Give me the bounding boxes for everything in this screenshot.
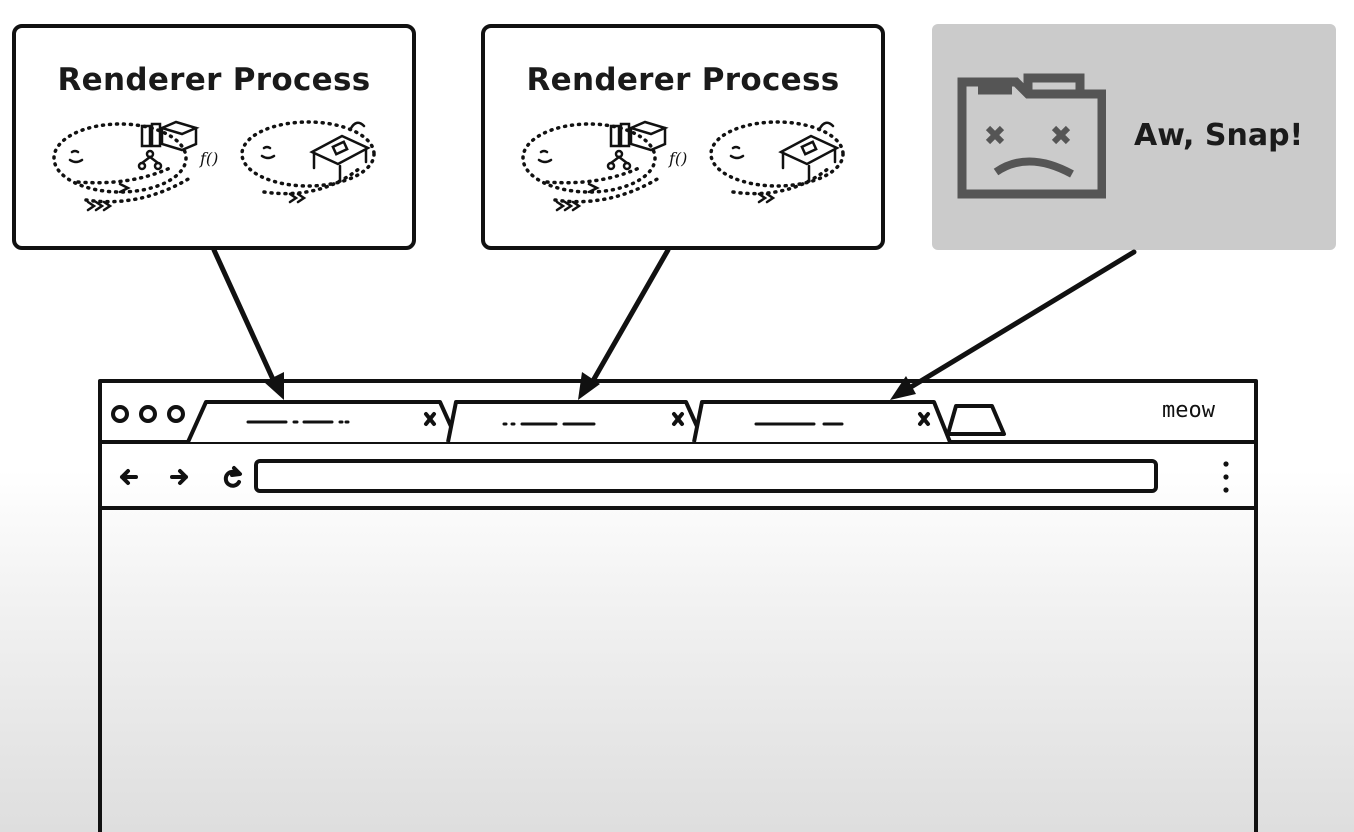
new-tab-button[interactable] (946, 404, 1006, 436)
renderer-process-title-2: Renderer Process (526, 62, 840, 98)
crashed-tab-panel: Aw, Snap! (932, 24, 1336, 250)
svg-text:f(): f() (199, 149, 218, 168)
window-control-dot-icon (139, 405, 157, 423)
back-arrow-icon[interactable] (120, 469, 138, 485)
address-bar[interactable] (254, 459, 1158, 493)
arrowhead-icon (890, 376, 916, 400)
arrow-crash-to-tab-3 (903, 249, 1137, 393)
renderer-doodle-icon: f() (521, 120, 845, 212)
close-icon[interactable] (918, 412, 930, 426)
renderer-process-box-2: Renderer Process f() (481, 24, 885, 250)
arrow-process-1-to-tab-1 (211, 247, 279, 389)
window-controls (111, 405, 185, 423)
profile-name[interactable]: meow (1162, 398, 1215, 423)
tab-2[interactable] (446, 400, 706, 443)
sad-folder-icon (957, 73, 1106, 199)
reload-icon[interactable] (223, 466, 242, 488)
menu-dots-icon[interactable] (1223, 461, 1229, 493)
renderer-process-box-1: Renderer Process f() (12, 24, 416, 250)
close-icon[interactable] (424, 412, 436, 426)
aw-snap-message: Aw, Snap! (1134, 118, 1304, 153)
svg-text:f(): f() (668, 149, 687, 168)
tab-3[interactable] (692, 400, 952, 443)
window-control-dot-icon (111, 405, 129, 423)
window-control-dot-icon (167, 405, 185, 423)
renderer-process-title-1: Renderer Process (57, 62, 371, 98)
renderer-doodle-icon: f() (52, 120, 376, 212)
arrow-process-2-to-tab-2 (587, 247, 671, 389)
close-icon[interactable] (672, 412, 684, 426)
forward-arrow-icon[interactable] (170, 469, 188, 485)
